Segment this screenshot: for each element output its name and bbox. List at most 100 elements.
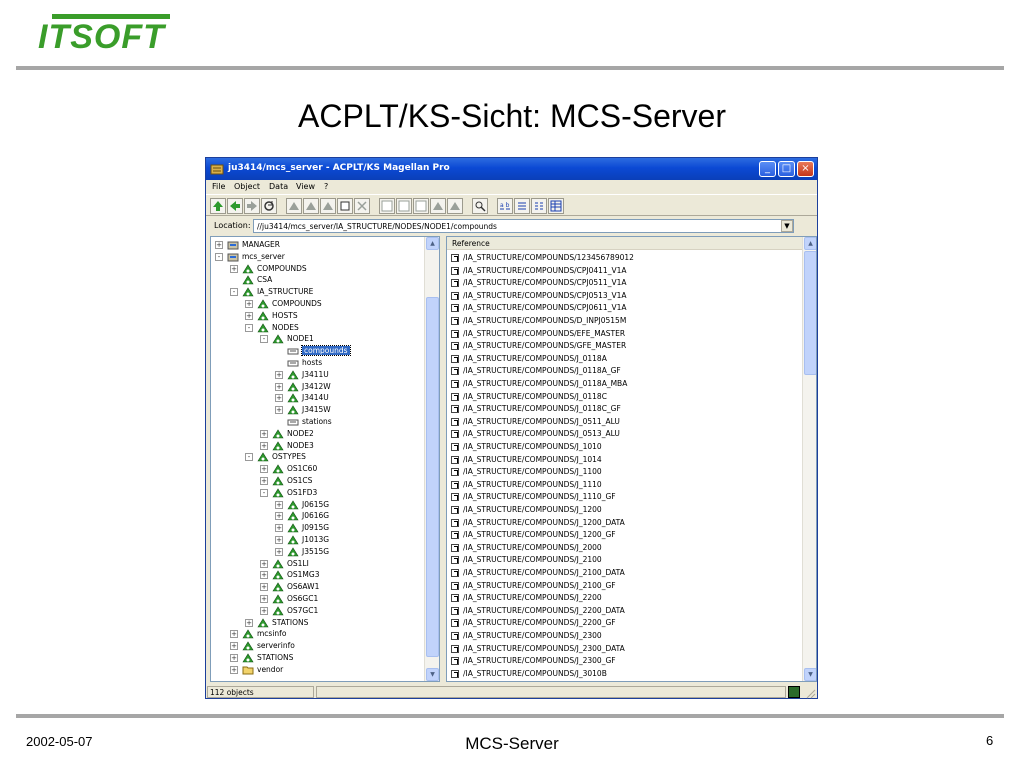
list-item-label: /IA_STRUCTURE/COMPOUNDS/J_0118A	[463, 353, 607, 363]
menu-help[interactable]: ?	[324, 182, 329, 191]
node-icon	[287, 510, 299, 522]
expand-icon[interactable]: +	[275, 382, 283, 391]
delete-icon[interactable]	[354, 198, 370, 214]
reference-icon	[451, 392, 459, 401]
expand-icon[interactable]: +	[260, 477, 268, 485]
expand-icon[interactable]: +	[275, 370, 283, 379]
menu-object[interactable]: Object	[234, 182, 261, 191]
expand-icon[interactable]: +	[260, 559, 268, 568]
collapse-icon[interactable]: -	[260, 335, 268, 344]
refresh-icon[interactable]	[261, 198, 277, 214]
reference-icon	[451, 669, 459, 678]
list-item-label: /IA_STRUCTURE/COMPOUNDS/J_2200_GF	[463, 618, 616, 628]
expand-icon[interactable]: +	[245, 618, 253, 627]
expand-icon[interactable]: +	[230, 654, 238, 662]
collapse-icon[interactable]: -	[230, 288, 238, 297]
expand-icon[interactable]: +	[230, 264, 238, 273]
reference-icon	[451, 569, 459, 577]
list-item-label: /IA_STRUCTURE/COMPOUNDS/GFE_MASTER	[463, 341, 627, 351]
menu-file[interactable]: File	[212, 182, 226, 191]
new-object-icon[interactable]	[286, 198, 302, 214]
expand-icon[interactable]: +	[230, 642, 238, 651]
tree-node-label: NODE1	[287, 334, 314, 344]
expand-icon[interactable]: +	[260, 429, 268, 438]
hierarchy-icon[interactable]	[447, 198, 463, 214]
node-icon	[242, 263, 254, 275]
list-item-label: /IA_STRUCTURE/COMPOUNDS/J_0118C_GF	[463, 404, 621, 414]
tree-node-label: OSTYPES	[272, 452, 306, 462]
collapse-icon[interactable]: -	[215, 252, 223, 261]
expand-icon[interactable]: +	[230, 665, 238, 674]
bottom-rule	[16, 714, 1004, 718]
list-item-label: /IA_STRUCTURE/COMPOUNDS/J_1200_GF	[463, 530, 616, 540]
expand-icon[interactable]: +	[275, 536, 283, 544]
list-header[interactable]: Reference	[447, 237, 803, 250]
minimize-button[interactable]: _	[759, 161, 776, 177]
reference-icon	[451, 493, 459, 502]
resize-grip-icon[interactable]	[804, 687, 816, 699]
tree-node-label: NODE3	[287, 440, 314, 450]
reference-icon	[451, 543, 459, 552]
menu-view[interactable]: View	[296, 182, 315, 191]
tree-node-label: OS7GC1	[287, 605, 319, 615]
copy-icon[interactable]	[396, 198, 412, 214]
list-view-icon[interactable]	[531, 198, 547, 214]
expand-icon[interactable]: +	[260, 571, 268, 580]
expand-icon[interactable]: +	[245, 300, 253, 308]
collapse-icon[interactable]: -	[245, 323, 253, 332]
forward-icon[interactable]	[244, 198, 260, 214]
reference-icon	[451, 619, 459, 628]
find-icon[interactable]	[472, 198, 488, 214]
tree-scrollbar[interactable]: ▲ ▼	[424, 237, 439, 681]
expand-icon[interactable]: +	[260, 606, 268, 615]
location-dropdown-icon[interactable]: ▼	[781, 220, 793, 232]
properties-icon[interactable]	[379, 198, 395, 214]
close-button[interactable]: ×	[797, 161, 814, 177]
collapse-icon[interactable]: -	[260, 488, 268, 497]
window-titlebar[interactable]: ju3414/mcs_server - ACPLT/KS Magellan Pr…	[206, 158, 817, 180]
expand-icon[interactable]: +	[275, 394, 283, 403]
scroll-down-icon[interactable]: ▼	[426, 668, 439, 681]
list-item-label: /IA_STRUCTURE/COMPOUNDS/J_1110	[463, 479, 602, 489]
expand-icon[interactable]: +	[260, 441, 268, 450]
expand-icon[interactable]: +	[260, 583, 268, 592]
tree-node-label: COMPOUNDS	[257, 263, 307, 273]
reference-icon	[451, 581, 459, 590]
collapse-icon[interactable]: -	[245, 453, 253, 462]
link-object-icon[interactable]	[303, 198, 319, 214]
large-icons-icon[interactable]: a b	[497, 198, 513, 214]
expand-icon[interactable]: +	[275, 547, 283, 556]
scroll-down-icon[interactable]: ▼	[804, 668, 816, 681]
scroll-thumb[interactable]	[804, 251, 816, 375]
node-icon	[272, 593, 284, 605]
expand-icon[interactable]: +	[275, 406, 283, 415]
up-icon[interactable]	[210, 198, 226, 214]
expand-icon[interactable]: +	[245, 311, 253, 320]
reference-list[interactable]: Reference /IA_STRUCTURE/COMPOUNDS/123456…	[446, 236, 817, 682]
expand-icon[interactable]: +	[275, 512, 283, 521]
menu-data[interactable]: Data	[269, 182, 289, 191]
expand-icon[interactable]: +	[215, 241, 223, 249]
back-icon[interactable]	[227, 198, 243, 214]
location-field[interactable]: //ju3414/mcs_server/IA_STRUCTURE/NODES/N…	[253, 219, 794, 233]
tree-node-label: compounds	[301, 345, 351, 357]
maximize-button[interactable]: □	[778, 161, 795, 177]
unlink-icon[interactable]	[320, 198, 336, 214]
scroll-up-icon[interactable]: ▲	[804, 237, 816, 250]
expand-icon[interactable]: +	[275, 524, 283, 533]
node-icon	[287, 369, 299, 381]
paste-icon[interactable]	[413, 198, 429, 214]
rename-icon[interactable]	[337, 198, 353, 214]
scroll-thumb[interactable]	[426, 297, 439, 657]
reference-icon	[451, 506, 459, 514]
expand-icon[interactable]: +	[275, 500, 283, 509]
details-view-icon[interactable]	[548, 198, 564, 214]
expand-icon[interactable]: +	[260, 595, 268, 603]
expand-icon[interactable]: +	[230, 630, 238, 639]
node-tool-icon[interactable]	[430, 198, 446, 214]
list-scrollbar[interactable]: ▲ ▼	[802, 237, 816, 681]
scroll-up-icon[interactable]: ▲	[426, 237, 439, 250]
expand-icon[interactable]: +	[260, 465, 268, 474]
small-icons-icon[interactable]	[514, 198, 530, 214]
